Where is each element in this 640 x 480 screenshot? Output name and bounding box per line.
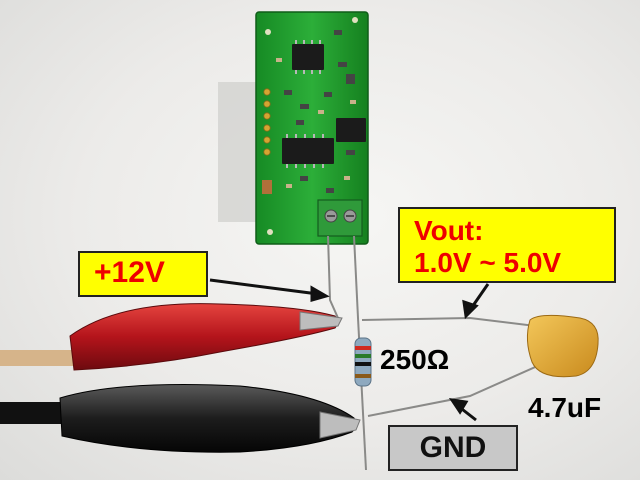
- black-alligator-clip: [0, 384, 361, 453]
- resistor: [354, 337, 372, 387]
- capacitor-value-label: 4.7uF: [528, 392, 602, 423]
- output-voltage-range: 1.0V ~ 5.0V: [414, 247, 562, 278]
- red-alligator-clip: [0, 303, 343, 371]
- output-voltage-label: Vout: 1.0V ~ 5.0V: [398, 207, 616, 283]
- output-voltage-title: Vout:: [414, 215, 484, 246]
- supply-voltage-label: +12V: [78, 251, 208, 297]
- annotation-arrows: [209, 278, 490, 422]
- resistor-value-label: 250Ω: [380, 344, 450, 375]
- pcb-board: [255, 11, 369, 245]
- ground-label: GND: [388, 425, 518, 471]
- capacitor: [526, 314, 599, 378]
- terminal-block: [317, 199, 363, 237]
